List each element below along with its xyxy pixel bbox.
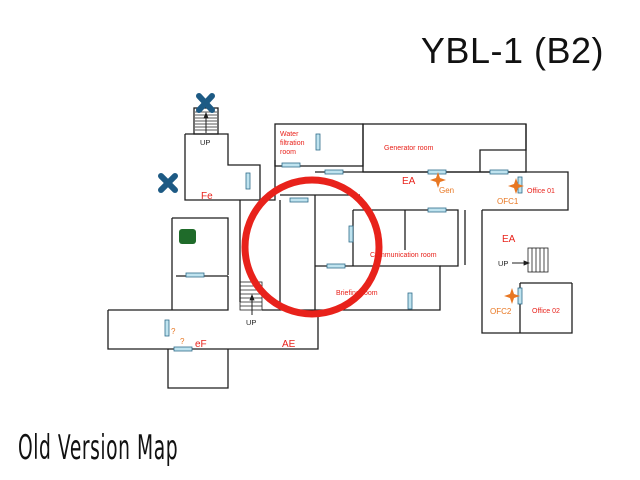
walls xyxy=(107,107,573,389)
door xyxy=(489,169,509,175)
ofc1-label: OFC1 xyxy=(497,197,519,206)
door xyxy=(348,225,354,243)
footer-caption: Old Version Map xyxy=(18,428,179,468)
bottom-corridor-wall xyxy=(107,310,319,350)
map-title: YBL-1 (B2) xyxy=(420,30,604,71)
left-wing-wall xyxy=(172,217,229,275)
gen-label: Gen xyxy=(439,186,454,195)
crosshair-star-icon xyxy=(508,178,524,194)
bottom-room-wall xyxy=(167,349,229,389)
fe-label: Fe xyxy=(201,191,213,202)
up-right-label: UP xyxy=(498,259,508,268)
question-label-1: ? xyxy=(171,327,176,336)
x-icon xyxy=(158,173,178,193)
door xyxy=(427,207,447,213)
door xyxy=(281,162,301,168)
bottom-corridor-wall-2 xyxy=(108,276,229,311)
ea-top-label: EA xyxy=(402,176,416,187)
water-room-label-2: filtration xyxy=(280,140,305,147)
door xyxy=(173,346,193,352)
ofc2-label: OFC2 xyxy=(490,307,512,316)
up-top-label: UP xyxy=(200,138,210,147)
circle-highlight xyxy=(241,176,383,318)
door xyxy=(324,169,344,175)
door xyxy=(185,272,205,278)
top-corridor-wall xyxy=(360,171,569,211)
crosshair-star-icon xyxy=(504,288,520,304)
office01-label: Office 01 xyxy=(527,188,555,195)
question-label-2: ? xyxy=(180,337,185,346)
door xyxy=(289,197,309,203)
water-room-label-1: Water xyxy=(280,131,299,138)
stairs-right xyxy=(512,247,549,273)
ea-right-label: EA xyxy=(502,234,516,245)
ef-label: eF xyxy=(195,339,207,350)
office02-label: Office 02 xyxy=(532,308,560,315)
x-icon xyxy=(196,93,215,113)
stairs-top xyxy=(195,111,217,133)
room-labels: Water filtration room Generator room Com… xyxy=(280,131,560,315)
up-bottom-label: UP xyxy=(246,318,256,327)
generator-room-label: Generator room xyxy=(384,145,434,152)
water-room-label-3: room xyxy=(280,149,296,156)
door xyxy=(427,169,447,175)
upper-left-room-wall xyxy=(184,133,261,201)
crosshair-star-icon xyxy=(430,172,446,188)
x-markers xyxy=(158,93,215,193)
ae-label: AE xyxy=(282,339,296,350)
door xyxy=(407,292,413,310)
door xyxy=(245,172,251,190)
marker-labels: Fe EA Gen OFC1 EA OFC2 eF AE ? ? xyxy=(171,176,519,350)
right-column-wall xyxy=(481,210,573,334)
communication-room-label: Communication room xyxy=(370,252,437,259)
stair-labels: UP UP UP xyxy=(200,138,508,327)
door xyxy=(315,133,321,151)
green-square-marker xyxy=(179,229,196,244)
generator-notch-wall xyxy=(479,124,527,172)
door xyxy=(164,319,170,337)
crosshair-markers xyxy=(430,172,524,304)
door xyxy=(326,263,346,269)
